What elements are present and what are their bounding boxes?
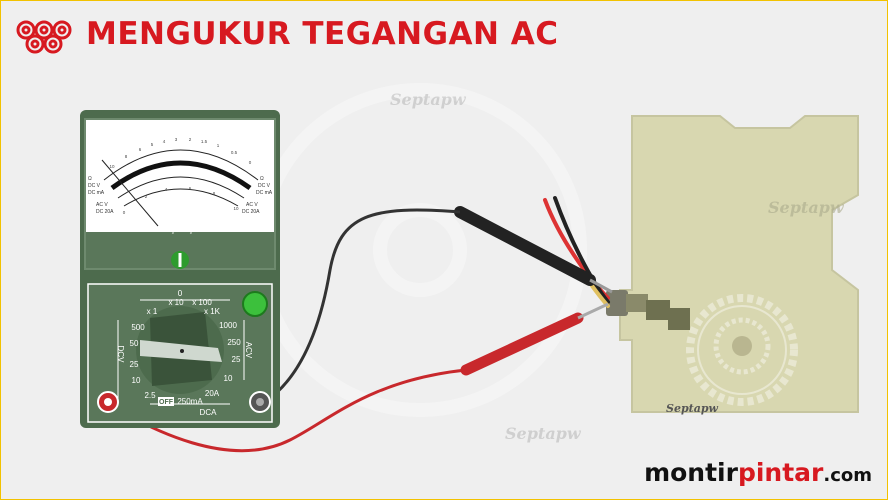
brand-part2: pintar xyxy=(737,458,824,487)
scale-label-dcv-left: DC V xyxy=(88,183,101,189)
tick-top: 4 xyxy=(163,139,166,144)
range-x1-label: x 1 xyxy=(147,307,158,316)
acv-10: 10 xyxy=(224,374,233,383)
tick-top: 0 xyxy=(249,160,252,165)
watermark-text: Septapw xyxy=(666,402,719,415)
watermark-text: Septapw xyxy=(768,198,844,217)
scale-label-dc20a-left: DC 20A xyxy=(96,209,114,215)
red-cable xyxy=(105,368,467,453)
tick-top: 5 xyxy=(151,142,154,147)
meter-needle xyxy=(101,159,159,227)
scale-label-dcma-left: DC mA xyxy=(88,190,105,196)
acv-1000: 1000 xyxy=(219,321,237,330)
tick-mid: 0 xyxy=(123,210,126,215)
range-x10-label: x 10 xyxy=(168,298,184,307)
scale-label-ohm-right: Ω xyxy=(260,176,264,182)
watermark-text: Septapw xyxy=(158,224,206,235)
black-probe xyxy=(454,206,613,294)
dca-label: DCA xyxy=(200,408,218,417)
dcv-10: 10 xyxy=(132,376,141,385)
tick-top: 6 xyxy=(139,147,142,152)
indicator-led xyxy=(242,291,268,317)
tick-mid: 10 xyxy=(233,206,239,211)
scale-label-acv-right: AC V xyxy=(246,202,258,208)
tick-mid: 8 xyxy=(213,191,216,196)
scale-label-dcma-right: DC mA xyxy=(256,190,273,196)
tick-top: 10 xyxy=(109,164,115,169)
dcv-2-5: 2.5 xyxy=(144,391,156,400)
dcv-vertical-label: DCV xyxy=(116,346,125,364)
com-jack[interactable] xyxy=(97,391,119,413)
off-label: OFF xyxy=(159,399,174,406)
tick-top: 1 xyxy=(217,143,220,148)
a20-label: 20A xyxy=(205,389,220,398)
watermark-text: Septapw xyxy=(390,90,466,109)
gear-wheel-icon xyxy=(686,294,798,406)
tick-top: 3 xyxy=(175,137,178,142)
range-zero-label: 0 xyxy=(178,289,183,298)
acv-vertical-label: ACV xyxy=(244,342,253,359)
scale-label-dcv-right: DC V xyxy=(258,183,271,189)
dcv-50: 50 xyxy=(130,339,139,348)
range-x1k-label: x 1K xyxy=(204,307,221,316)
dcv-25: 25 xyxy=(130,360,139,369)
watermark-text: Septapw xyxy=(505,424,581,443)
tick-mid: 2 xyxy=(145,194,148,199)
tick-mid: 6 xyxy=(189,186,192,191)
scale-label-dc20a-right: DC 20A xyxy=(242,209,260,215)
gear-logo-icon xyxy=(16,20,72,54)
range-selector-knob[interactable] xyxy=(136,306,224,394)
brand-logo: montirpintar.com xyxy=(644,458,872,487)
acv-250: 250 xyxy=(227,338,241,347)
zero-adjust-knob[interactable] xyxy=(171,251,189,269)
tick-top: 1.5 xyxy=(201,139,208,144)
scale-label-ohm-left: Ω xyxy=(88,176,92,182)
v-jack[interactable] xyxy=(249,391,271,413)
brand-part1: montir xyxy=(644,458,738,487)
multimeter xyxy=(80,110,280,428)
motor-component xyxy=(606,115,859,413)
connector-plug xyxy=(606,290,690,330)
brand-part3: .com xyxy=(823,465,872,486)
tick-mid: 4 xyxy=(165,187,168,192)
red-probe xyxy=(460,302,609,376)
black-cable xyxy=(261,208,461,406)
tick-top: 2 xyxy=(189,137,192,142)
tick-top: 8 xyxy=(125,154,128,159)
scale-label-acv-left: AC V xyxy=(96,202,108,208)
ma-250-label: 250mA xyxy=(177,397,203,406)
tick-top: 0.5 xyxy=(231,150,238,155)
range-x100-label: x 100 xyxy=(192,298,212,307)
acv-25: 25 xyxy=(232,355,241,364)
page-title: MENGUKUR TEGANGAN AC xyxy=(86,16,559,52)
dcv-500: 500 xyxy=(131,323,145,332)
